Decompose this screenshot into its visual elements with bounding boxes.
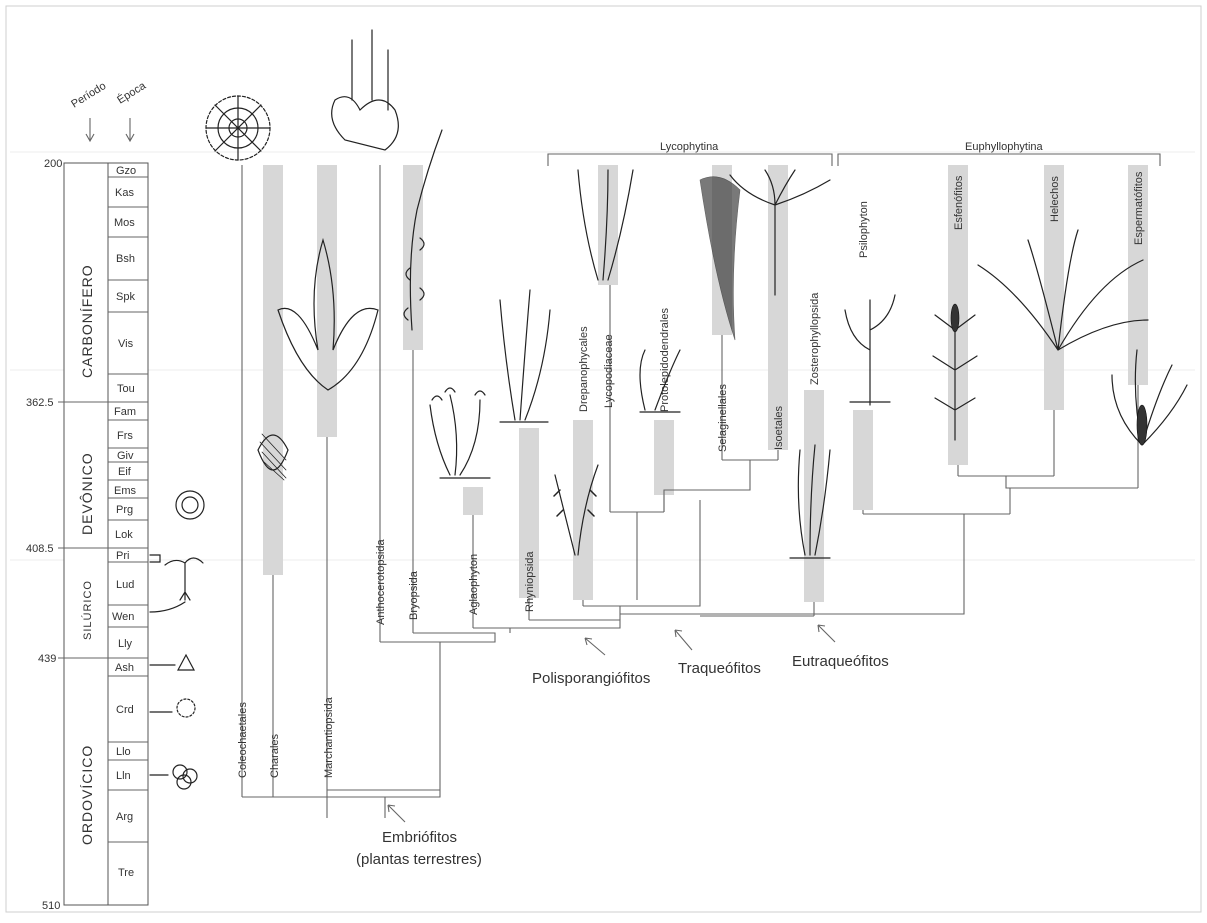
spore-icons <box>150 491 204 789</box>
taxon-aglaophyton: Aglaophyton <box>468 554 480 615</box>
lycophytina-bracket <box>548 154 832 166</box>
epoch-label: Lok <box>115 529 133 541</box>
polisporangiofitos-arrow <box>585 638 605 655</box>
taxon-charales: Charales <box>269 733 281 778</box>
euphyllophytina-bracket <box>838 154 1160 166</box>
epoch-label: Lud <box>116 579 134 591</box>
taxon-lycopodiaceae: Lycopodiaceae <box>603 334 615 408</box>
taxon-rhyniopsida: Rhyniopsida <box>524 551 536 612</box>
epoch-label: Eif <box>118 466 132 478</box>
epoch-label: Lly <box>118 638 133 650</box>
taxon-anthocerotopsida: Anthocerotopsida <box>375 539 387 625</box>
traqueofitos-arrow <box>675 630 692 650</box>
epoch-label: Kas <box>115 187 134 199</box>
duration-bars <box>263 165 1148 602</box>
epoch-label: Gzo <box>116 165 136 177</box>
aglaophyton-illustration <box>430 388 490 478</box>
eutraqueofitos-arrow <box>818 625 835 642</box>
esfenofitos-illustration <box>933 304 977 440</box>
epoch-label: Vis <box>118 338 134 350</box>
cladogram-branches <box>242 165 1138 818</box>
epoch-label: Spk <box>116 291 135 303</box>
epoch-label: Tre <box>118 867 134 879</box>
age-200: 200 <box>44 158 62 170</box>
taxon-selaginellales: Selaginellales <box>717 384 729 452</box>
euphyllophytina-label: Euphyllophytina <box>965 141 1044 153</box>
group-polisporangiofitos: Polisporangiófitos <box>532 670 650 687</box>
espermatofitos-illustration <box>1112 350 1187 445</box>
group-embriofitos: Embriófitos <box>382 829 457 846</box>
epoch-label: Frs <box>117 430 133 442</box>
taxon-labels: Coleochaetales Charales Marchantiopsida … <box>237 171 1145 778</box>
epoch-arrow <box>126 118 134 141</box>
lycophytina-label: Lycophytina <box>660 141 719 153</box>
epoch-label: Mos <box>114 217 135 229</box>
taxon-esfenofitos: Esfenófitos <box>953 175 965 230</box>
rhyniopsida-illustration <box>500 290 550 422</box>
taxon-drepanophycales: Drepanophycales <box>578 326 590 412</box>
epoch-label: Wen <box>112 611 134 623</box>
embriofitos-arrow <box>388 805 405 822</box>
group-eutraqueofitos: Eutraqueófitos <box>792 653 889 670</box>
epoch-label: Tou <box>117 383 135 395</box>
epoch-label: Lln <box>116 770 131 782</box>
taxon-espermatofitos: Espermatófitos <box>1133 171 1145 245</box>
period-silurico: SILÚRICO <box>81 580 94 640</box>
age-408-5: 408.5 <box>26 543 54 555</box>
period-arrow <box>86 118 94 141</box>
period-ordovicico: ORDOVÍCICO <box>79 745 95 845</box>
coleochaete-illustration <box>206 96 270 160</box>
epoch-header: Época <box>115 79 149 107</box>
group-traqueofitos: Traqueófitos <box>678 660 761 677</box>
epoch-label: Bsh <box>116 253 135 265</box>
group-plantas-terrestres: (plantas terrestres) <box>356 851 482 868</box>
epoch-label: Crd <box>116 704 134 716</box>
epoch-label: Arg <box>116 811 133 823</box>
taxon-psilophyton: Psilophyton <box>858 201 870 258</box>
period-carbonifero: CARBONÍFERO <box>79 264 95 378</box>
taxon-zosterophyllopsida: Zosterophyllopsida <box>809 292 821 385</box>
epoch-label: Prg <box>116 504 133 516</box>
taxon-isoetales: Isoetales <box>773 405 785 450</box>
taxon-bryopsida: Bryopsida <box>408 570 420 620</box>
period-header: Período <box>69 80 108 111</box>
epoch-label: Fam <box>114 406 136 418</box>
epoch-label: Pri <box>116 550 129 562</box>
epoch-label: Ems <box>114 485 137 497</box>
taxon-coleochaetales: Coleochaetales <box>237 702 249 778</box>
psilophyton-illustration <box>845 295 895 405</box>
epoch-label: Giv <box>117 450 134 462</box>
epoch-label: Ash <box>115 662 134 674</box>
age-362-5: 362.5 <box>26 397 54 409</box>
period-devonico: DEVÔNICO <box>79 452 95 535</box>
epoch-label: Llo <box>116 746 131 758</box>
age-439: 439 <box>38 653 56 665</box>
taxon-marchantiopsida: Marchantiopsida <box>323 696 335 778</box>
taxon-helechos: Helechos <box>1049 176 1061 222</box>
age-510: 510 <box>42 900 60 912</box>
